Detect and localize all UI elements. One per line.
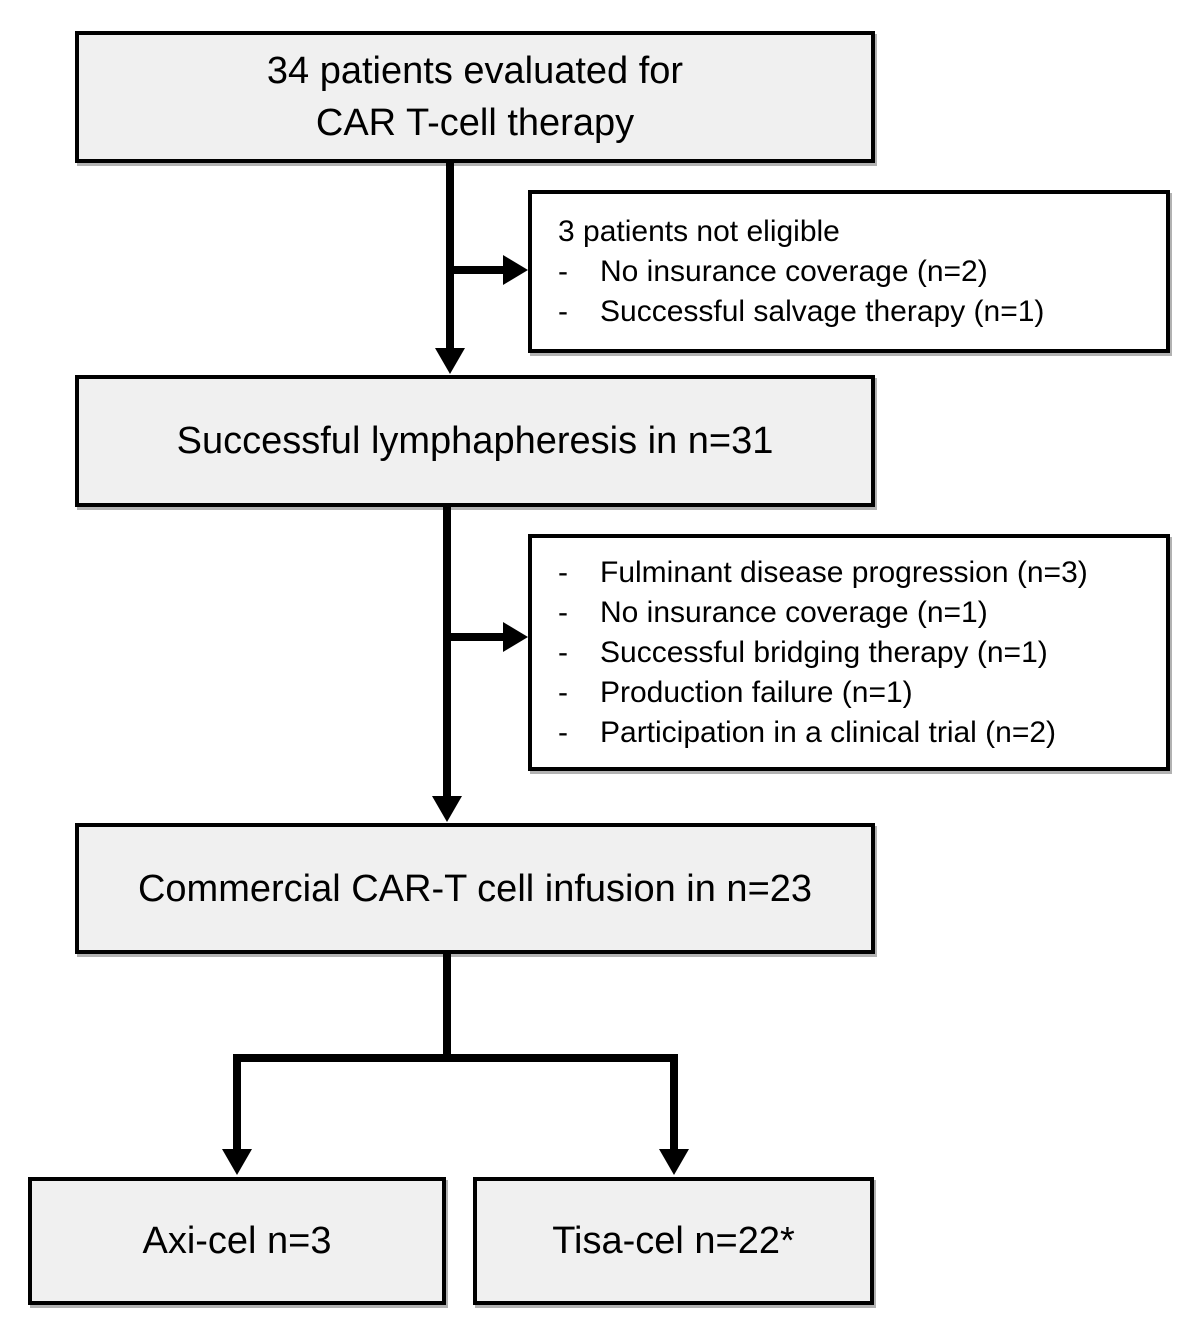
bullet-dash: - [558,254,568,288]
box-not-eligible: 3 patients not eligible - No insurance c… [528,190,1170,353]
excluded-item: - No insurance coverage (n=1) [558,593,1146,633]
excluded-item: - Participation in a clinical trial (n=2… [558,713,1146,753]
infusion-text: Commercial CAR-T cell infusion in n=23 [137,867,813,910]
bullet-dash: - [558,715,568,749]
bullet-dash: - [558,555,568,589]
box-tisacel: Tisa-cel n=22* [473,1177,874,1305]
excluded-item: - Fulminant disease progression (n=3) [558,553,1146,593]
bullet-dash: - [558,595,568,629]
box-patients-evaluated: 34 patients evaluated for CAR T-cell the… [75,31,875,163]
arrowhead-into-not-eligible [503,255,528,285]
not-eligible-item-text: Successful salvage therapy (n=1) [600,294,1045,328]
patients-evaluated-line1: 34 patients evaluated for [266,50,684,92]
bullet-dash: - [558,635,568,669]
arrowhead-into-tisacel [659,1149,689,1175]
box-infusion: Commercial CAR-T cell infusion in n=23 [75,823,875,954]
axicel-text: Axi-cel n=3 [142,1220,332,1262]
tisacel-text: Tisa-cel n=22* [552,1220,795,1262]
arrowhead-into-axicel [222,1149,252,1175]
box-axicel: Axi-cel n=3 [28,1177,446,1305]
excluded-item-text: Participation in a clinical trial (n=2) [600,715,1057,749]
not-eligible-item: - Successful salvage therapy (n=1) [558,292,1146,332]
not-eligible-item: - No insurance coverage (n=2) [558,252,1146,292]
not-eligible-title: 3 patients not eligible [558,214,840,248]
excluded-item-text: Successful bridging therapy (n=1) [600,635,1048,669]
excluded-item-text: Fulminant disease progression (n=3) [600,555,1088,589]
patients-evaluated-line2: CAR T-cell therapy [315,102,635,144]
arrowhead-into-lymphapheresis [435,348,465,374]
box-excluded: - Fulminant disease progression (n=3) - … [528,534,1170,771]
excluded-item-text: No insurance coverage (n=1) [600,595,988,629]
bullet-dash: - [558,294,568,328]
excluded-item-text: Production failure (n=1) [600,675,913,709]
box-lymphapheresis: Successful lymphapheresis in n=31 [75,375,875,507]
lymphapheresis-text: Successful lymphapheresis in n=31 [176,420,774,462]
arrowhead-into-infusion [432,796,462,822]
excluded-item: - Successful bridging therapy (n=1) [558,633,1146,673]
arrowhead-into-excluded [503,622,528,652]
not-eligible-item-text: No insurance coverage (n=2) [600,254,988,288]
excluded-item: - Production failure (n=1) [558,673,1146,713]
bullet-dash: - [558,675,568,709]
